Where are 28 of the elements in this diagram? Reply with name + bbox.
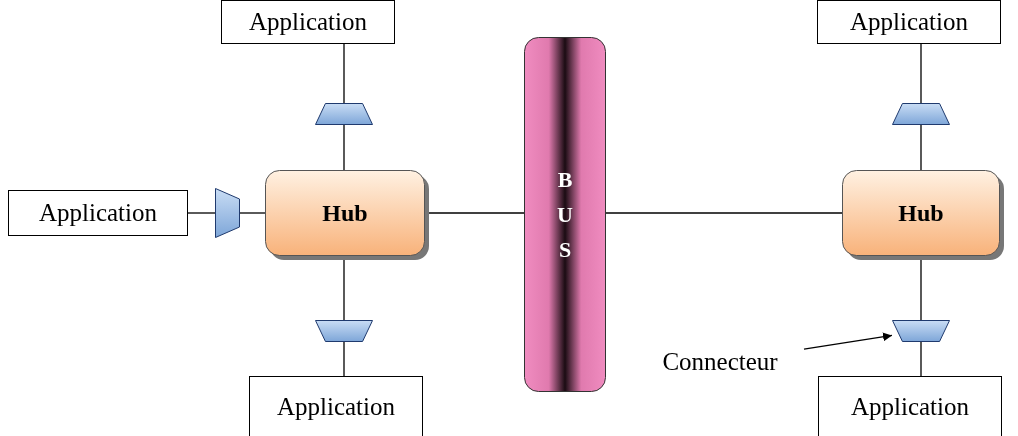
application-label: Application xyxy=(39,199,157,227)
connector-line xyxy=(343,341,345,377)
leader-arrow xyxy=(803,332,893,350)
application-box xyxy=(249,376,423,436)
connector-line xyxy=(343,43,345,104)
bus-label: B U S xyxy=(556,165,574,265)
application-box xyxy=(818,376,1002,436)
application-box xyxy=(817,0,1001,44)
connector-line xyxy=(187,212,216,214)
connector-line xyxy=(920,341,922,377)
application-label: Application xyxy=(850,8,968,36)
connector-trapezoid xyxy=(315,103,373,125)
application-label: Application xyxy=(277,393,395,421)
connector-line xyxy=(605,212,843,214)
connector-line xyxy=(920,124,922,171)
connector-line xyxy=(239,212,266,214)
bus-bar xyxy=(524,37,606,392)
callout-text: Connecteur xyxy=(662,348,778,376)
application-label: Application xyxy=(249,8,367,36)
connector-trapezoid xyxy=(892,320,950,342)
application-label: Application xyxy=(851,393,969,421)
connector-trapezoid xyxy=(315,320,373,342)
application-box xyxy=(8,190,188,236)
application-box xyxy=(221,0,395,44)
connector-trapezoid xyxy=(215,188,240,238)
connector-trapezoid xyxy=(892,103,950,125)
connector-line xyxy=(920,43,922,104)
connector-line xyxy=(343,124,345,171)
